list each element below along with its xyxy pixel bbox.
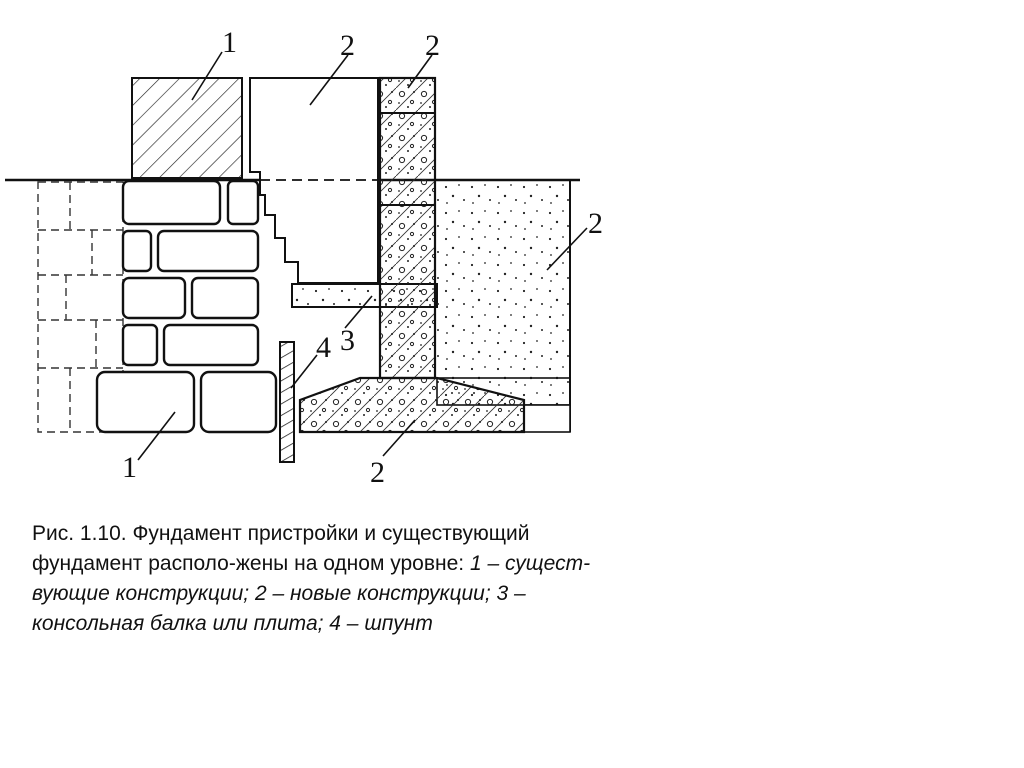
- label-old-wall: 1: [222, 26, 237, 59]
- soil-backfill: [437, 180, 570, 378]
- existing-wall: [131, 77, 243, 179]
- column-joints: [380, 112, 435, 206]
- sheet-pile: [279, 341, 295, 463]
- caption-prefix: Рис. 1.10. Фундамент пристройки и сущест…: [32, 522, 530, 575]
- label-new-footing: 2: [370, 456, 385, 489]
- leader-lines: [137, 51, 588, 461]
- label-beam: 3: [340, 324, 355, 357]
- label-sheet-pile: 4: [316, 331, 331, 364]
- soil-base-block: [523, 404, 571, 433]
- new-column: [378, 76, 437, 380]
- label-soil: 2: [588, 207, 603, 240]
- new-footing: [298, 376, 526, 434]
- label-old-footing: 1: [122, 451, 137, 484]
- caption-legend: 1 – сущест-вующие конструкции; 2 – новые…: [32, 552, 591, 635]
- figure-caption: Рис. 1.10. Фундамент пристройки и сущест…: [32, 519, 592, 639]
- label-new-wall: 2: [340, 29, 355, 62]
- label-new-column: 2: [425, 29, 440, 62]
- existing-masonry: [95, 179, 278, 434]
- foundation-diagram: 1 2 2 2 3 4 1 2: [5, 26, 603, 489]
